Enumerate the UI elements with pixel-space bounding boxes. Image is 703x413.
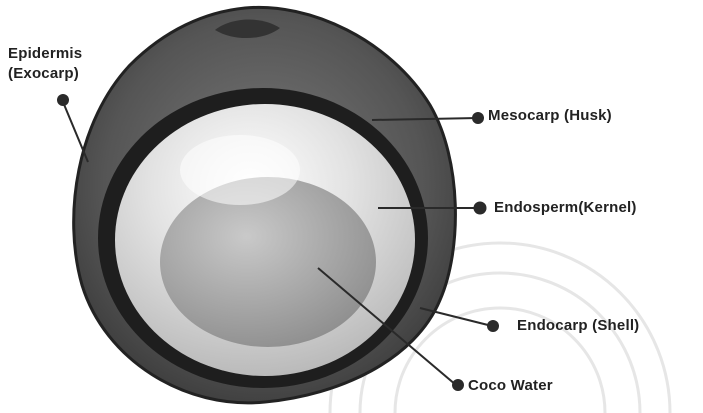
coco-water-cavity [160,177,376,347]
dot-epidermis [57,94,69,106]
kernel-highlight [180,135,300,205]
dot-endocarp [487,320,499,332]
label-coco-water: Coco Water [468,376,553,395]
dot-endosperm [474,202,487,215]
dot-mesocarp [472,112,484,124]
label-endosperm: Endosperm(Kernel) [494,198,637,217]
label-epidermis-line2: (Exocarp) [8,64,79,83]
label-mesocarp: Mesocarp (Husk) [488,106,612,125]
label-epidermis-line1: Epidermis [8,44,82,63]
pointer-epidermis [63,102,88,162]
label-endocarp: Endocarp (Shell) [517,316,639,335]
dot-coco-water [452,379,464,391]
